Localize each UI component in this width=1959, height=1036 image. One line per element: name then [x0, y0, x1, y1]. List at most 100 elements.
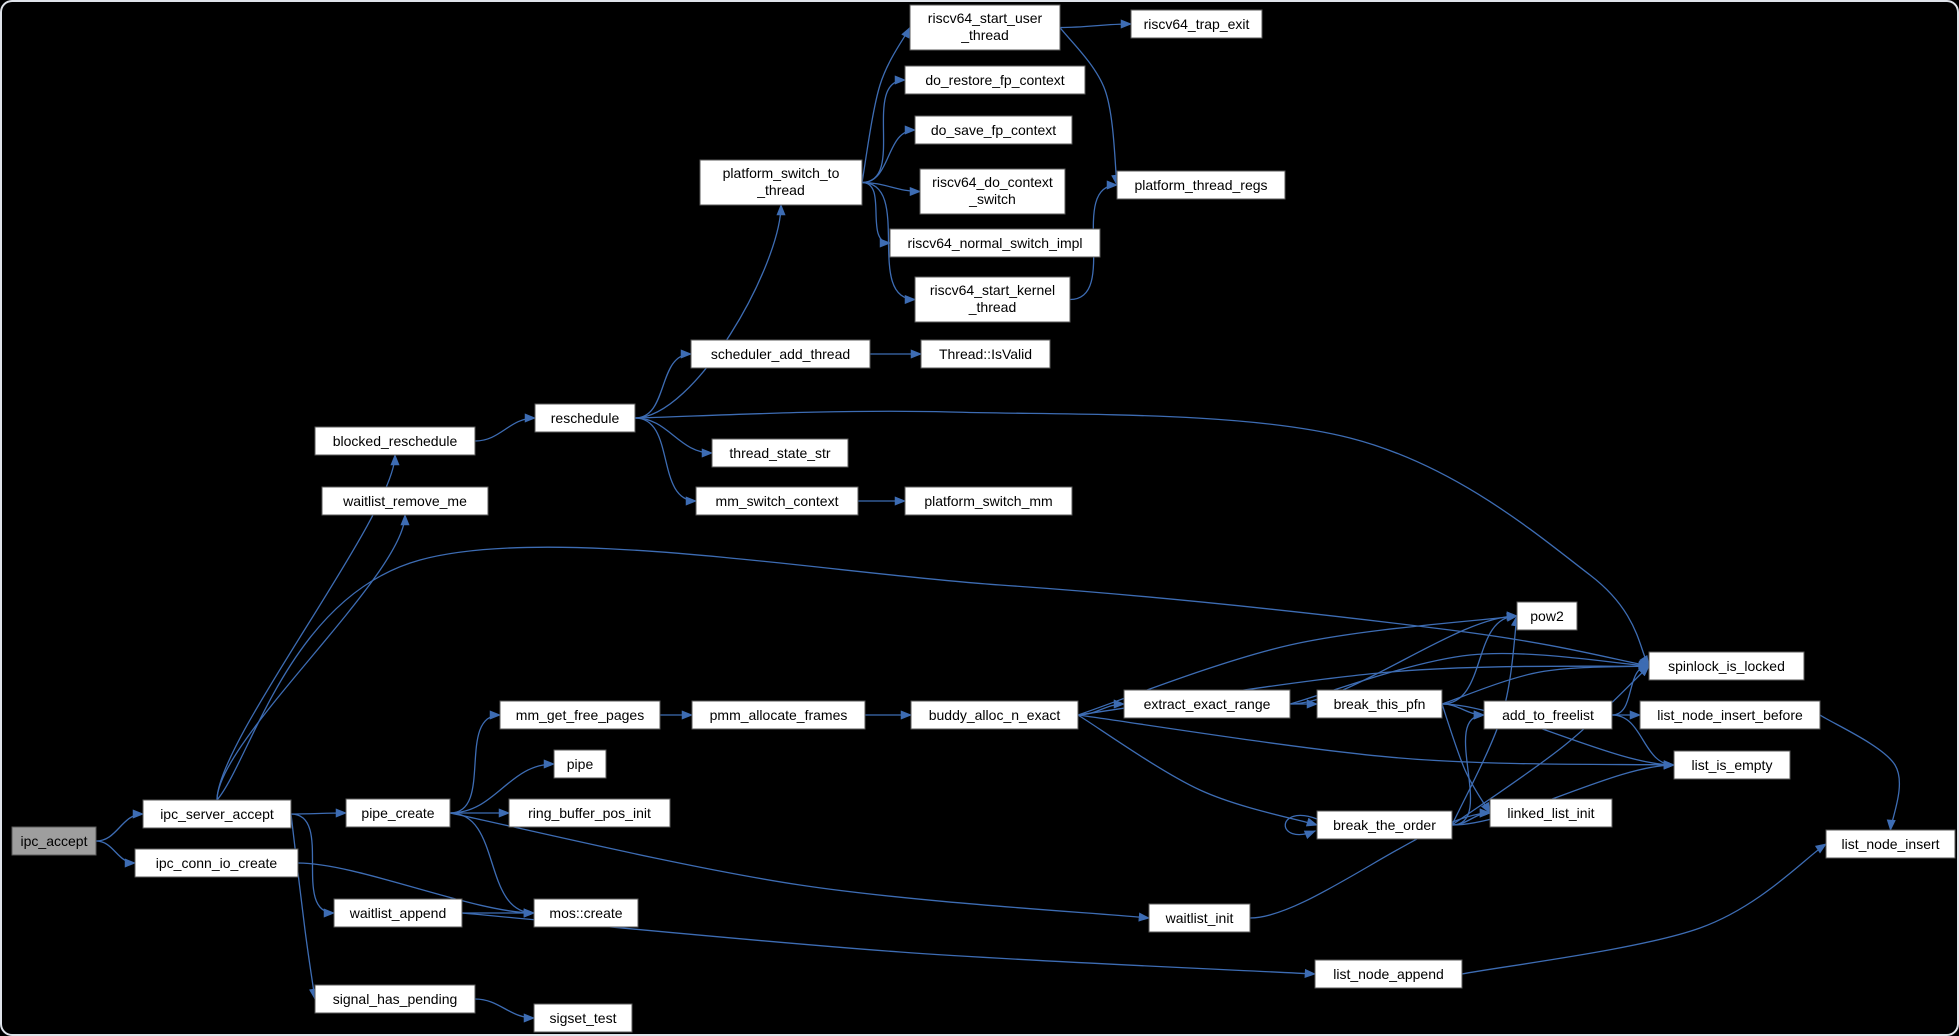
- node-box-mm_get_free_pages[interactable]: [499, 700, 661, 730]
- node-blocked_reschedule[interactable]: blocked_reschedule: [314, 426, 476, 456]
- node-box-ipc_conn_io_create[interactable]: [134, 848, 299, 878]
- node-list_node_insert_before[interactable]: list_node_insert_before: [1639, 700, 1821, 730]
- node-label-riscv64_start_kernel_thread: riscv64_start_kernel_thread: [930, 282, 1055, 315]
- node-riscv64_do_context_switch[interactable]: riscv64_do_context_switch: [919, 168, 1066, 215]
- node-list_node_append[interactable]: list_node_append: [1314, 959, 1463, 989]
- edge-break_the_order-to-list_is_empty: [1451, 760, 1676, 826]
- edge-pipe_create-to-mm_get_free_pages: [449, 710, 502, 814]
- node-thread_isvalid[interactable]: Thread::IsValid: [920, 339, 1051, 369]
- node-scheduler_add_thread[interactable]: scheduler_add_thread: [690, 339, 871, 369]
- node-waitlist_init[interactable]: waitlist_init: [1148, 903, 1251, 933]
- node-list_node_insert[interactable]: list_node_insert: [1825, 829, 1956, 859]
- node-box-waitlist_init[interactable]: [1148, 903, 1251, 933]
- node-mm_switch_context[interactable]: mm_switch_context: [695, 486, 859, 516]
- node-do_restore_fp_context[interactable]: do_restore_fp_context: [904, 65, 1086, 95]
- node-mos_create[interactable]: mos::create: [533, 898, 639, 928]
- node-riscv64_start_kernel_thread[interactable]: riscv64_start_kernel_thread: [914, 276, 1071, 323]
- node-box-signal_has_pending[interactable]: [314, 984, 476, 1014]
- node-label-list_node_insert_before: list_node_insert_before: [1657, 707, 1803, 723]
- node-pow2[interactable]: pow2: [1516, 601, 1578, 631]
- node-box-riscv64_normal_switch_impl[interactable]: [889, 228, 1101, 258]
- node-box-thread_state_str[interactable]: [711, 438, 849, 468]
- node-label-break_the_order: break_the_order: [1333, 817, 1436, 833]
- node-box-mm_switch_context[interactable]: [695, 486, 859, 516]
- edge-break_the_order-to-add_to_freelist: [1451, 710, 1486, 826]
- node-box-waitlist_remove_me[interactable]: [321, 486, 489, 516]
- node-label-list_node_append: list_node_append: [1333, 966, 1444, 982]
- node-box-list_node_insert_before[interactable]: [1639, 700, 1821, 730]
- node-box-scheduler_add_thread[interactable]: [690, 339, 871, 369]
- node-box-platform_switch_mm[interactable]: [904, 486, 1073, 516]
- node-box-thread_isvalid[interactable]: [920, 339, 1051, 369]
- node-extract_exact_range[interactable]: extract_exact_range: [1123, 689, 1291, 719]
- node-box-do_save_fp_context[interactable]: [914, 115, 1073, 145]
- node-reschedule[interactable]: reschedule: [534, 403, 636, 433]
- node-linked_list_init[interactable]: linked_list_init: [1489, 798, 1613, 828]
- node-box-reschedule[interactable]: [534, 403, 636, 433]
- node-label-list_node_insert: list_node_insert: [1841, 836, 1939, 852]
- node-riscv64_trap_exit[interactable]: riscv64_trap_exit: [1130, 9, 1263, 39]
- node-waitlist_append[interactable]: waitlist_append: [333, 898, 463, 928]
- node-list_is_empty[interactable]: list_is_empty: [1673, 750, 1791, 780]
- node-thread_state_str[interactable]: thread_state_str: [711, 438, 849, 468]
- node-platform_switch_to_thread[interactable]: platform_switch_to_thread: [699, 159, 863, 206]
- edge-pipe_create-to-pipe: [449, 759, 556, 814]
- node-waitlist_remove_me[interactable]: waitlist_remove_me: [321, 486, 489, 516]
- node-ipc_server_accept[interactable]: ipc_server_accept: [142, 799, 292, 829]
- node-label-ipc_conn_io_create: ipc_conn_io_create: [156, 855, 278, 871]
- node-box-mos_create[interactable]: [533, 898, 639, 928]
- node-box-break_this_pfn[interactable]: [1316, 689, 1443, 719]
- node-box-linked_list_init[interactable]: [1489, 798, 1613, 828]
- node-pipe[interactable]: pipe: [553, 749, 607, 779]
- node-box-platform_switch_to_thread[interactable]: [699, 159, 863, 206]
- node-box-riscv64_do_context_switch[interactable]: [919, 168, 1066, 215]
- node-label-thread_isvalid: Thread::IsValid: [939, 346, 1032, 362]
- node-box-list_node_append[interactable]: [1314, 959, 1463, 989]
- node-pipe_create[interactable]: pipe_create: [345, 798, 451, 828]
- node-box-break_the_order[interactable]: [1316, 810, 1453, 840]
- node-box-list_node_insert[interactable]: [1825, 829, 1956, 859]
- node-add_to_freelist[interactable]: add_to_freelist: [1483, 700, 1613, 730]
- node-box-pipe_create[interactable]: [345, 798, 451, 828]
- node-spinlock_is_locked[interactable]: spinlock_is_locked: [1648, 651, 1805, 681]
- node-mm_get_free_pages[interactable]: mm_get_free_pages: [499, 700, 661, 730]
- node-box-riscv64_start_kernel_thread[interactable]: [914, 276, 1071, 323]
- node-buddy_alloc_n_exact[interactable]: buddy_alloc_n_exact: [910, 700, 1079, 730]
- node-box-do_restore_fp_context[interactable]: [904, 65, 1086, 95]
- node-box-waitlist_append[interactable]: [333, 898, 463, 928]
- node-box-spinlock_is_locked[interactable]: [1648, 651, 1805, 681]
- node-label-pmm_allocate_frames: pmm_allocate_frames: [710, 707, 848, 723]
- node-riscv64_start_user_thread[interactable]: riscv64_start_user_thread: [909, 4, 1061, 51]
- node-box-extract_exact_range[interactable]: [1123, 689, 1291, 719]
- node-break_this_pfn[interactable]: break_this_pfn: [1316, 689, 1443, 719]
- node-box-sigset_test[interactable]: [533, 1003, 633, 1033]
- node-platform_switch_mm[interactable]: platform_switch_mm: [904, 486, 1073, 516]
- node-platform_thread_regs[interactable]: platform_thread_regs: [1116, 170, 1286, 200]
- node-ipc_conn_io_create[interactable]: ipc_conn_io_create: [134, 848, 299, 878]
- node-box-pipe[interactable]: [553, 749, 607, 779]
- edge-reschedule-to-mm_switch_context: [634, 417, 698, 506]
- node-pmm_allocate_frames[interactable]: pmm_allocate_frames: [691, 700, 866, 730]
- node-riscv64_normal_switch_impl[interactable]: riscv64_normal_switch_impl: [889, 228, 1101, 258]
- node-box-riscv64_trap_exit[interactable]: [1130, 9, 1263, 39]
- node-ring_buffer_pos_init[interactable]: ring_buffer_pos_init: [508, 798, 671, 828]
- node-box-platform_thread_regs[interactable]: [1116, 170, 1286, 200]
- node-label-linked_list_init: linked_list_init: [1507, 805, 1594, 821]
- node-box-add_to_freelist[interactable]: [1483, 700, 1613, 730]
- edge-ipc_accept-to-ipc_conn_io_create: [95, 840, 137, 868]
- node-label-ipc_accept: ipc_accept: [21, 833, 88, 849]
- node-label-ipc_server_accept: ipc_server_accept: [160, 806, 274, 822]
- node-box-pow2[interactable]: [1516, 601, 1578, 631]
- node-box-list_is_empty[interactable]: [1673, 750, 1791, 780]
- node-box-buddy_alloc_n_exact[interactable]: [910, 700, 1079, 730]
- node-box-ipc_server_accept[interactable]: [142, 799, 292, 829]
- node-break_the_order[interactable]: break_the_order: [1316, 810, 1453, 840]
- node-ipc_accept: ipc_accept: [11, 826, 97, 856]
- node-box-riscv64_start_user_thread[interactable]: [909, 4, 1061, 51]
- node-box-blocked_reschedule[interactable]: [314, 426, 476, 456]
- node-box-pmm_allocate_frames[interactable]: [691, 700, 866, 730]
- node-do_save_fp_context[interactable]: do_save_fp_context: [914, 115, 1073, 145]
- node-box-ring_buffer_pos_init[interactable]: [508, 798, 671, 828]
- node-signal_has_pending[interactable]: signal_has_pending: [314, 984, 476, 1014]
- node-sigset_test[interactable]: sigset_test: [533, 1003, 633, 1033]
